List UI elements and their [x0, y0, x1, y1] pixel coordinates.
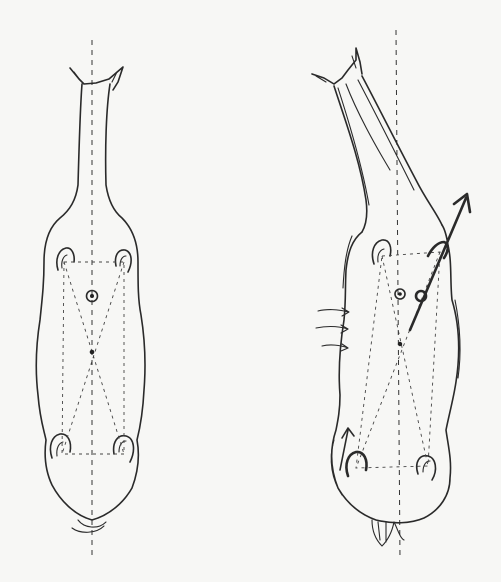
neck-left-edge-right	[334, 86, 367, 232]
body-outline-right	[332, 225, 459, 523]
pressure-arrows	[316, 308, 349, 351]
hind-hoof-right-2	[417, 456, 436, 480]
ears-left	[70, 67, 123, 90]
front-hoof-left-2	[115, 250, 131, 272]
tail-right	[372, 520, 394, 546]
horse-right	[312, 30, 470, 560]
center-point-left	[90, 350, 95, 355]
horse-left	[36, 40, 145, 555]
neck-right-edge-right	[362, 76, 442, 225]
center-point-right	[398, 342, 402, 346]
front-hoof-left-1	[57, 248, 74, 270]
hind-hoof-right-1	[346, 452, 366, 476]
